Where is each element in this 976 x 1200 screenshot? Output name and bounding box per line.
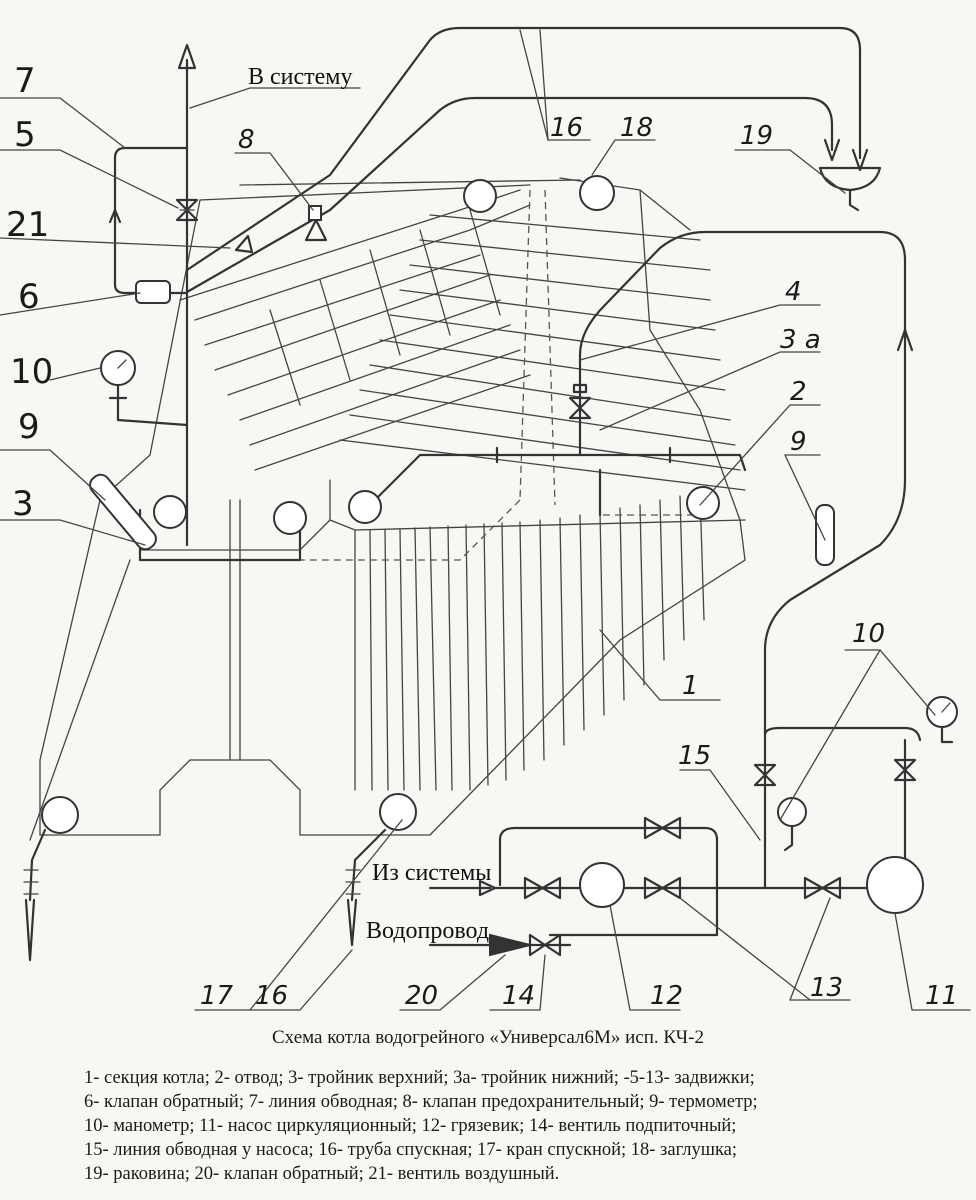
thermometer-right-icon xyxy=(815,504,835,566)
dirt-separator-12-icon xyxy=(579,862,625,908)
check-valve-6-icon xyxy=(135,280,171,304)
callout-2: 2 xyxy=(790,377,807,407)
valve-13-icon xyxy=(643,876,682,900)
valve-13-icon xyxy=(643,816,682,840)
boiler-sections xyxy=(149,177,746,836)
legend: 1- секция котла; 2- отвод; 3- тройник ве… xyxy=(84,1066,954,1186)
callout-8: 8 xyxy=(238,125,255,155)
callout-16-top: 16 xyxy=(550,113,583,143)
safety-valve-8-icon xyxy=(304,218,328,242)
callout-16-bottom: 16 xyxy=(255,981,288,1011)
thermometer-left-icon xyxy=(89,473,157,551)
header-plug xyxy=(348,490,382,524)
drain-taps xyxy=(23,828,387,962)
drain-plug-left xyxy=(41,796,79,834)
label-to-system: В систему xyxy=(248,64,352,90)
valve-4-icon xyxy=(568,396,592,420)
legend-line: 10- манометр; 11- насос циркуляционный; … xyxy=(84,1116,737,1136)
header-plug xyxy=(273,501,307,535)
callout-17: 17 xyxy=(200,981,234,1011)
check-valve-20-icon xyxy=(489,933,531,957)
callout-13: 13 xyxy=(810,973,843,1003)
callout-6: 6 xyxy=(18,277,40,317)
callout-4: 4 xyxy=(785,277,802,307)
makeup-line xyxy=(428,933,572,957)
manometer-left-icon xyxy=(100,350,189,427)
air-valve-21-icon xyxy=(234,234,254,254)
header-plug xyxy=(153,495,187,529)
pump-group xyxy=(428,696,958,937)
valve-5-13-icon xyxy=(523,876,562,900)
callout-15: 15 xyxy=(678,741,711,771)
valve-14-icon xyxy=(528,933,562,957)
return-line xyxy=(495,230,914,797)
supply-riser xyxy=(108,26,869,547)
callout-3: 3 xyxy=(12,484,34,524)
callout-7: 7 xyxy=(14,61,36,101)
valve-return-icon xyxy=(893,758,917,782)
label-water-supply: Водопровод xyxy=(366,918,489,944)
callout-3a: 3 а xyxy=(780,325,821,355)
callout-19: 19 xyxy=(740,121,773,151)
leader-lines xyxy=(0,29,971,1011)
valve-13-icon xyxy=(803,876,842,900)
callout-20: 20 xyxy=(405,981,438,1011)
manometer-pump-icon xyxy=(777,797,807,827)
plug-top xyxy=(463,179,497,213)
header-plug xyxy=(686,486,720,520)
callout-14: 14 xyxy=(502,981,535,1011)
legend-line: 15- линия обводная у насоса; 16- труба с… xyxy=(84,1140,738,1160)
callout-21: 21 xyxy=(6,205,49,245)
callout-11: 11 xyxy=(925,981,958,1011)
valve-5-icon xyxy=(175,198,199,222)
legend-line: 19- раковина; 20- клапан обратный; 21- в… xyxy=(84,1164,560,1184)
boiler-schematic: 7 5 21 6 10 9 3 8 16 18 19 4 3 а 2 9 10 … xyxy=(0,26,971,1011)
callout-9-left: 9 xyxy=(18,407,40,447)
pump-11-icon xyxy=(866,856,924,914)
sink-19-icon xyxy=(818,166,882,192)
callout-5: 5 xyxy=(14,115,36,155)
callout-12: 12 xyxy=(650,981,683,1011)
callout-1: 1 xyxy=(682,671,699,701)
plug-18 xyxy=(579,175,615,211)
legend-line: 6- клапан обратный; 7- линия обводная; 8… xyxy=(84,1092,758,1112)
figure-caption: Схема котла водогрейного «Универсал6М» и… xyxy=(272,1027,704,1048)
callout-10-right: 10 xyxy=(852,619,885,649)
callout-18: 18 xyxy=(620,113,653,143)
header-manifold xyxy=(41,175,747,834)
callout-10-left: 10 xyxy=(10,352,53,392)
callout-9-right: 9 xyxy=(790,427,807,457)
legend-line: 1- секция котла; 2- отвод; 3- тройник ве… xyxy=(84,1068,755,1088)
valve-15-icon xyxy=(753,763,777,787)
drain-plug-right xyxy=(379,793,417,831)
label-from-system: Из системы xyxy=(372,860,491,886)
